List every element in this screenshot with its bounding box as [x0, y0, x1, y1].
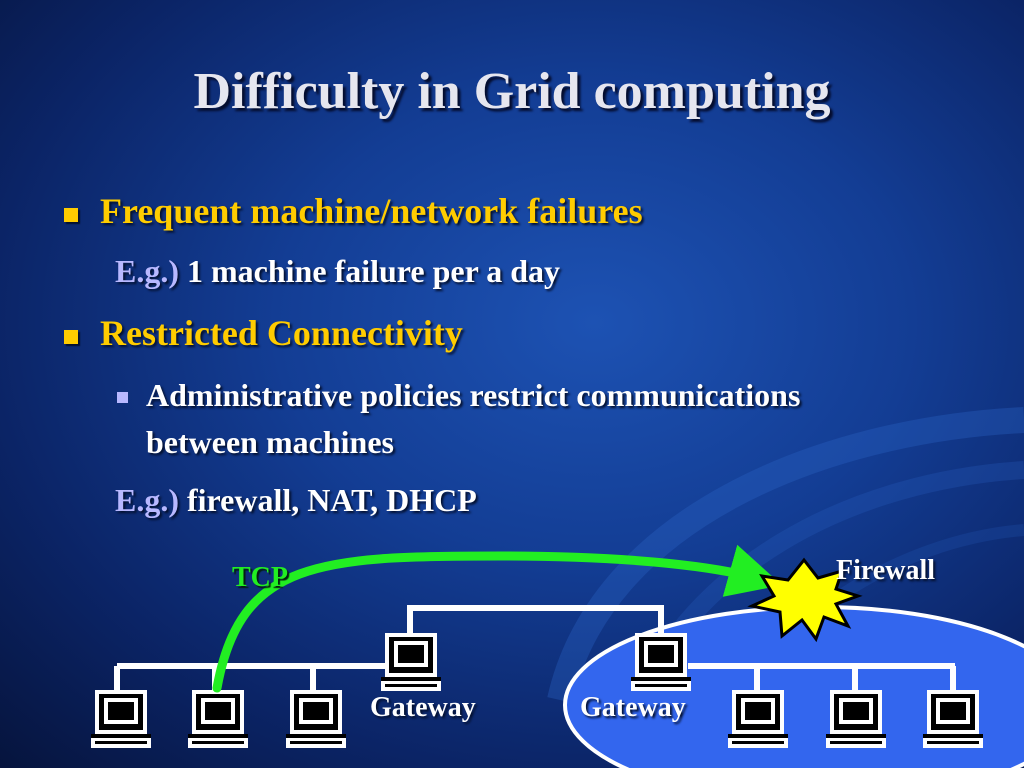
gateway-left-computer-icon: [381, 633, 441, 691]
computer-icon: [728, 690, 788, 748]
page-title: Difficulty in Grid computing: [193, 63, 831, 120]
tcp-arrow: [212, 544, 783, 693]
example-failures: E.g.) 1 machine failure per a day: [115, 253, 560, 290]
example-connectivity: E.g.) firewall, NAT, DHCP: [115, 482, 477, 519]
sub-bullet-square: [117, 392, 128, 403]
gateway-left-label: Gateway: [370, 692, 476, 723]
gateway-right-computer-icon: [631, 633, 691, 691]
computer-icon: [91, 690, 151, 748]
sub-bullet-policies-line2: between machines: [146, 424, 394, 460]
example-text: firewall, NAT, DHCP: [187, 482, 477, 518]
bullet-failures: Frequent machine/network failures: [100, 191, 643, 231]
firewall-burst-icon: [747, 557, 863, 643]
firewall-label: Firewall: [836, 555, 936, 586]
computer-icon: [188, 690, 248, 748]
computer-icon: [286, 690, 346, 748]
gateway-right-label: Gateway: [580, 692, 686, 723]
computer-icon: [923, 690, 983, 748]
example-prefix: E.g.): [115, 482, 179, 518]
bullet-square-2: [64, 330, 78, 344]
network-links: [114, 605, 956, 690]
computer-icon: [826, 690, 886, 748]
bullet-square-1: [64, 208, 78, 222]
example-text: 1 machine failure per a day: [187, 253, 561, 289]
bullet-connectivity: Restricted Connectivity: [100, 313, 463, 353]
tcp-label: TCP: [232, 562, 288, 593]
example-prefix: E.g.): [115, 253, 179, 289]
sub-bullet-policies-line1: Administrative policies restrict communi…: [146, 377, 801, 413]
